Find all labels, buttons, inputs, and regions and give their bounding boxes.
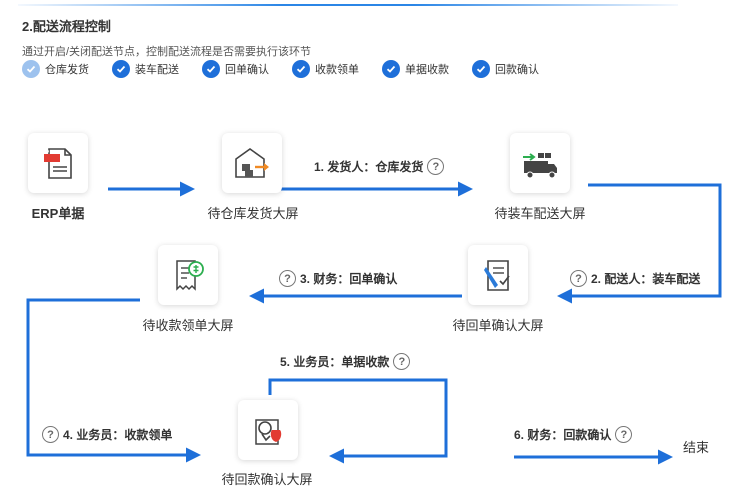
erp-badge-text: ERP	[38, 150, 50, 156]
step-4-label: ? 4. 业务员：收款领单	[38, 426, 172, 443]
step-2-label: ? 2. 配送人：装车配送	[566, 270, 700, 287]
toggle-document-payment[interactable]: 单据收款	[382, 60, 472, 78]
check-icon	[112, 60, 130, 78]
step-3-label: ? 3. 财务：回单确认	[275, 270, 397, 287]
step-6-label: 6. 财务：回款确认 ?	[514, 426, 636, 443]
collect-node-label: 待收款领单大屏	[142, 318, 234, 333]
step-text: 2. 配送人：装车配送	[591, 272, 701, 286]
erp-node-label: ERP单据	[31, 206, 85, 221]
warehouse-box-icon	[235, 148, 269, 178]
toggle-payment-confirm[interactable]: 回款确认	[472, 60, 562, 78]
check-icon	[292, 60, 310, 78]
delivery-truck-icon	[523, 153, 557, 179]
toggle-label: 仓库发货	[45, 64, 89, 76]
help-icon[interactable]: ?	[427, 158, 445, 175]
erp-node-card[interactable]	[28, 133, 88, 193]
help-icon[interactable]: ?	[570, 270, 587, 287]
loading-node-label: 待装车配送大屏	[494, 206, 586, 221]
node-toggles: 仓库发货 装车配送 回单确认 收款领单 单据收款 回款确认	[22, 60, 562, 78]
help-icon[interactable]: ?	[42, 426, 59, 443]
step-text: 3. 财务：回单确认	[300, 272, 398, 286]
toggle-label: 单据收款	[405, 64, 449, 76]
payment-currency-symbol: ¥	[278, 423, 284, 432]
step-text: 6. 财务：回款确认	[514, 428, 612, 442]
help-icon[interactable]: ?	[279, 270, 296, 287]
step-text: 5. 业务员：单据收款	[280, 355, 390, 369]
warehouse-node-card[interactable]	[222, 133, 282, 193]
toggle-label: 收款领单	[315, 64, 359, 76]
receipt-node-label: 待回单确认大屏	[452, 318, 544, 333]
arrow-loading-to-receipt	[557, 183, 722, 304]
help-icon[interactable]: ?	[615, 426, 633, 443]
toggle-label: 装车配送	[135, 64, 179, 76]
step-1-label: 1. 发货人：仓库发货 ?	[314, 158, 448, 175]
toggle-receipt-confirm[interactable]: 回单确认	[202, 60, 292, 78]
loading-node-card[interactable]	[510, 133, 570, 193]
receipt-money-icon	[176, 260, 204, 291]
erp-document-icon	[44, 148, 72, 179]
help-icon[interactable]: ?	[393, 353, 411, 370]
toggle-label: 回款确认	[495, 64, 539, 76]
arrow-branch-document-payment	[268, 378, 448, 464]
section-title: 2.配送流程控制	[22, 19, 111, 34]
toggle-loading-delivery[interactable]: 装车配送	[112, 60, 202, 78]
arrow-collect-to-payment	[26, 298, 201, 463]
toggle-warehouse-dispatch[interactable]: 仓库发货	[22, 60, 112, 78]
receipt-node-card[interactable]	[468, 245, 528, 305]
document-sign-icon	[484, 260, 510, 291]
header-divider	[18, 4, 678, 6]
toggle-collect-form[interactable]: 收款领单	[292, 60, 382, 78]
collect-node-card[interactable]	[158, 245, 218, 305]
payment-node-label: 待回款确认大屏	[221, 472, 313, 487]
step-5-label: 5. 业务员：单据收款 ?	[280, 353, 414, 370]
toggle-label: 回单确认	[225, 64, 269, 76]
check-icon	[472, 60, 490, 78]
payment-node-card[interactable]	[238, 400, 298, 460]
money-bag-icon	[255, 419, 282, 445]
section-subtitle: 通过开启/关闭配送节点，控制配送流程是否需要执行该环节	[22, 46, 312, 58]
check-icon	[22, 60, 40, 78]
warehouse-node-label: 待仓库发货大屏	[207, 206, 299, 221]
step-text: 1. 发货人：仓库发货	[314, 160, 424, 174]
check-icon	[202, 60, 220, 78]
step-text: 4. 业务员：收款领单	[63, 428, 173, 442]
end-node-label: 结束	[683, 440, 710, 455]
check-icon	[382, 60, 400, 78]
